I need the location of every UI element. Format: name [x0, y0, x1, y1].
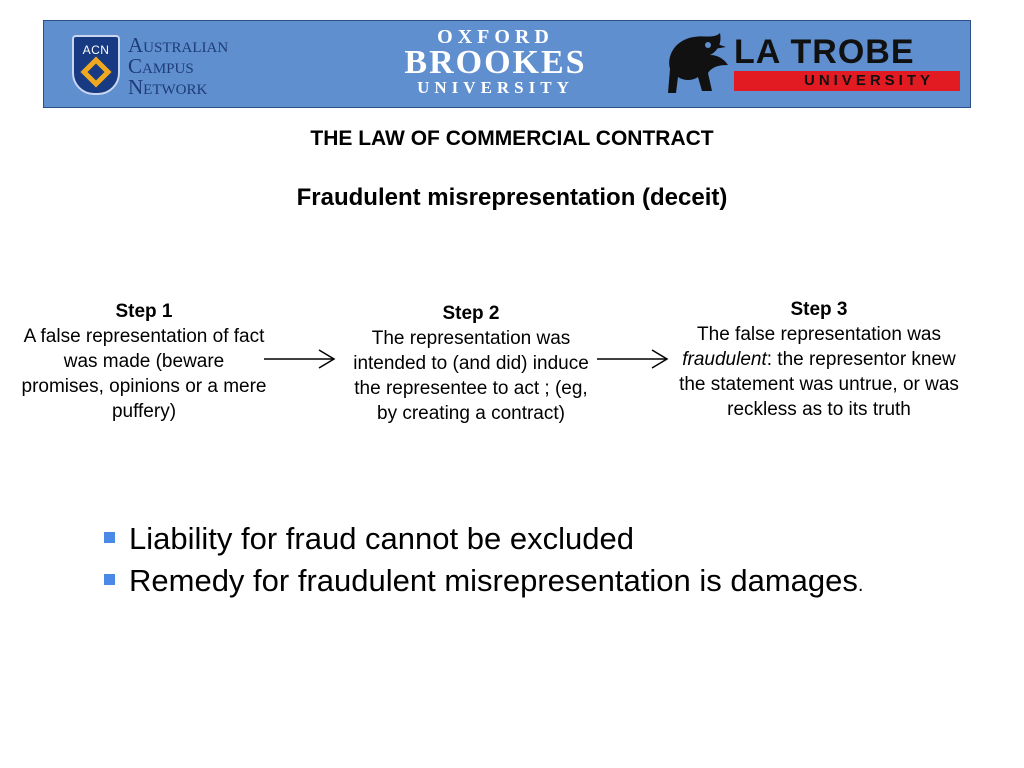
bullet-square-icon — [104, 574, 115, 585]
bullet-text-2: Remedy for fraudulent misrepresentation … — [129, 563, 858, 598]
step-3-text: The false representation was fraudulent:… — [676, 322, 962, 422]
acn-line-1: Australian — [128, 33, 229, 57]
la-trobe-name: LA TROBE — [734, 33, 915, 71]
acn-line-3: Network — [128, 75, 208, 99]
step-3: Step 3 The false representation was frau… — [676, 297, 962, 422]
step-1-text: A false representation of fact was made … — [21, 326, 267, 422]
la-trobe-red-bar — [734, 71, 960, 91]
step-3-emphasis: fraudulent — [682, 349, 767, 370]
bullet-item-2: Remedy for fraudulent misrepresentation … — [104, 560, 863, 606]
bullet-list: Liability for fraud cannot be excluded R… — [104, 518, 863, 606]
step-3-text-after: : the representor knew the statement was… — [679, 349, 959, 420]
step-1-title: Step 1 — [115, 301, 173, 322]
arrow-step1-to-step2-icon — [264, 349, 336, 369]
header-banner: ACN Australian Campus Network OXFORD BRO… — [43, 20, 971, 108]
eagle-icon — [668, 33, 728, 93]
oxford-line-3: UNIVERSITY — [417, 78, 574, 97]
step-3-title: Step 3 — [790, 299, 848, 320]
la-trobe-logo: LA TROBE UNIVERSITY — [664, 27, 964, 103]
acn-line-2: Campus — [128, 54, 194, 78]
page-title: THE LAW OF COMMERCIAL CONTRACT — [310, 127, 714, 150]
page-subtitle: Fraudulent misrepresentation (deceit) — [296, 184, 728, 211]
arrow-step2-to-step3-icon — [597, 349, 669, 369]
step-2: Step 2 The representation was intended t… — [345, 301, 597, 426]
step-3-text-before: The false representation was — [697, 324, 941, 345]
bullet-item-1: Liability for fraud cannot be excluded — [104, 518, 863, 560]
bullet-text-1: Liability for fraud cannot be excluded — [129, 521, 634, 556]
oxford-brookes-logo: OXFORD BROOKES UNIVERSITY — [358, 27, 633, 97]
acn-shield-icon: ACN — [72, 35, 120, 95]
acn-wordmark: Australian Campus Network — [128, 35, 228, 98]
la-trobe-university: UNIVERSITY — [804, 72, 935, 89]
step-2-title: Step 2 — [442, 303, 500, 324]
step-2-text: The representation was intended to (and … — [353, 328, 589, 424]
acn-logo: ACN Australian Campus Network — [72, 35, 272, 99]
bullet-text-2-end: . — [857, 574, 864, 596]
bullet-square-icon — [104, 532, 115, 543]
step-1: Step 1 A false representation of fact wa… — [20, 299, 268, 424]
oxford-line-2: BROOKES — [404, 44, 587, 81]
acn-abbr: ACN — [82, 43, 110, 57]
oxford-line-1: OXFORD — [437, 26, 554, 48]
